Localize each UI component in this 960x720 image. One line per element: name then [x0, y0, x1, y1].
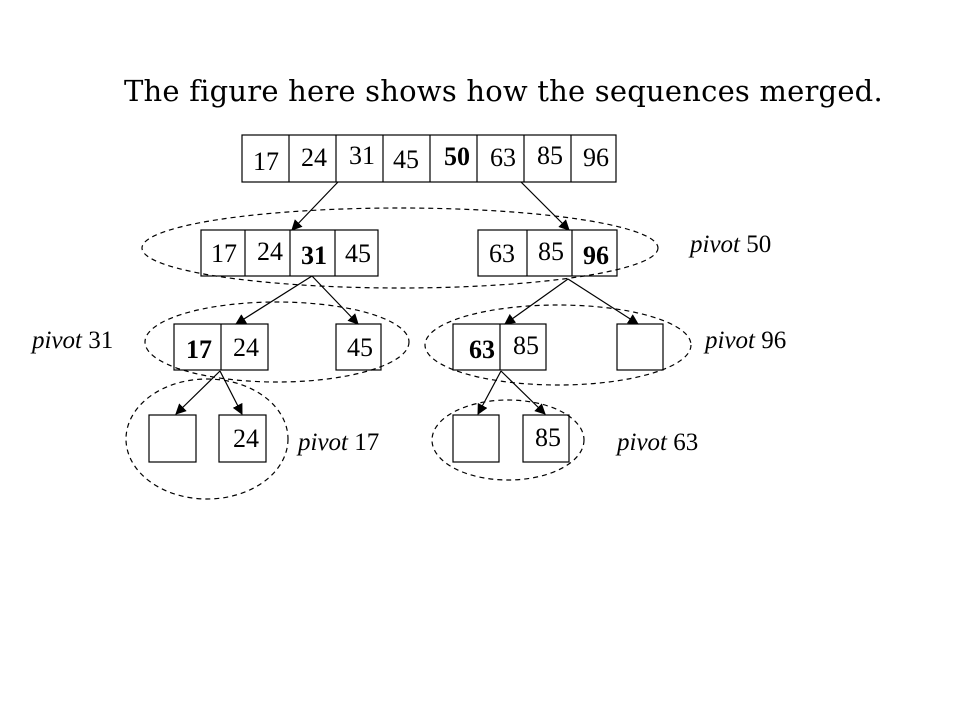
cell-value-pivot: 96	[583, 241, 609, 270]
cell-value: 24	[301, 143, 327, 172]
empty-array-level2-right	[616, 323, 664, 371]
arrow-left1-to-pair	[235, 275, 313, 325]
empty-array-level3-left	[148, 414, 197, 463]
array-level2-left-single: 45	[335, 323, 382, 371]
arrow-right2-to-single	[500, 370, 546, 415]
pivot-label-63: pivot 63	[615, 429, 698, 456]
cell-value: 85	[537, 141, 563, 170]
arrow-root-to-left	[291, 181, 339, 231]
arrow-right2-to-empty	[477, 370, 502, 415]
cell-value: 45	[345, 239, 371, 268]
cell-value: 24	[257, 237, 283, 266]
group-ellipse-right-level2	[424, 304, 692, 386]
arrow-root-to-right	[520, 181, 570, 231]
group-ellipse-level1	[141, 207, 659, 289]
cell-value-pivot: 50	[444, 142, 470, 171]
cell-value: 24	[233, 424, 259, 453]
page-title: The figure here shows how the sequences …	[124, 74, 883, 108]
empty-array-level3-right	[452, 414, 500, 463]
group-ellipse-left-level3	[125, 378, 289, 500]
pivot-label-96: pivot 96	[703, 327, 786, 354]
group-ellipse-right-level3	[431, 399, 585, 481]
cell-value: 45	[347, 333, 373, 362]
arrow-right1-to-empty	[567, 278, 639, 325]
cell-value: 85	[538, 237, 564, 266]
cell-value: 85	[513, 331, 539, 360]
cell-value: 17	[211, 239, 237, 268]
cell-value: 24	[233, 333, 259, 362]
array-level3-left-single: 24	[218, 414, 267, 463]
arrow-right1-to-pair	[504, 278, 569, 325]
cell-value: 17	[253, 147, 279, 176]
arrow-left2-to-single	[219, 370, 243, 415]
array-level1-right: 63 85 96	[477, 229, 618, 277]
pivot-label-50: pivot 50	[688, 231, 771, 258]
arrow-left1-to-single	[311, 275, 359, 325]
cell-value-pivot: 31	[301, 241, 327, 270]
array-level1-left: 17 24 31 45	[200, 229, 379, 277]
cell-value: 63	[489, 239, 515, 268]
cell-value: 31	[349, 141, 375, 170]
array-root: 17 24 31 45 50 63 85 96	[241, 134, 617, 183]
array-level3-right-single: 85	[522, 414, 570, 463]
array-level2-right-pair: 63 85	[452, 323, 547, 371]
cell-value-pivot: 63	[469, 335, 495, 364]
arrow-left2-to-empty	[175, 370, 221, 415]
cell-value-pivot: 17	[186, 335, 212, 364]
pivot-label-17: pivot 17	[296, 429, 379, 456]
cell-value: 63	[490, 143, 516, 172]
pivot-label-31: pivot 31	[30, 327, 113, 354]
cell-value: 45	[393, 145, 419, 174]
cell-value: 85	[535, 423, 561, 452]
cell-value: 96	[583, 143, 609, 172]
group-ellipse-left-level2	[144, 301, 410, 383]
array-level2-left-pair: 17 24	[173, 323, 269, 371]
